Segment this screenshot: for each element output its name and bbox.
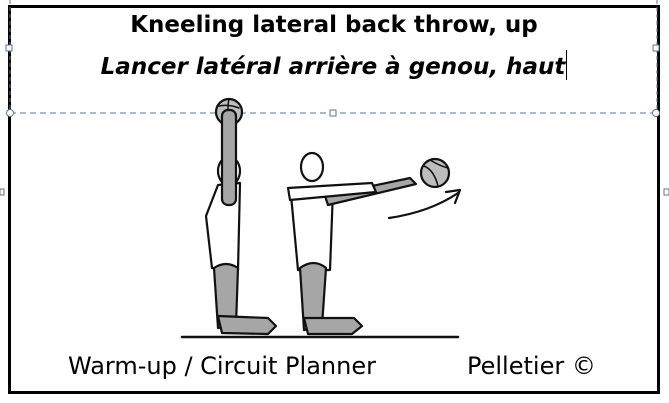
title-english[interactable]: Kneeling lateral back throw, up <box>130 12 538 38</box>
footer-copyright: Pelletier © <box>467 352 596 380</box>
title-french-text[interactable]: Lancer latéral arrière à genou, haut <box>100 54 566 80</box>
resize-handle-right[interactable] <box>652 44 660 52</box>
title-french[interactable]: Lancer latéral arrière à genou, haut <box>10 50 658 80</box>
frame-handle-right[interactable] <box>663 188 669 196</box>
figure-arms-forward <box>286 151 462 336</box>
frame-handle-left[interactable] <box>0 188 5 196</box>
resize-handle-bottom[interactable] <box>329 109 337 117</box>
resize-handle-left[interactable] <box>5 44 13 52</box>
diagram-frame <box>8 5 660 394</box>
figure-arms-overhead <box>204 97 278 336</box>
text-cursor <box>566 50 568 80</box>
textbox-selection[interactable] <box>0 0 669 196</box>
corner-handle-bottom-right[interactable] <box>652 109 660 117</box>
footer-planner-label: Warm-up / Circuit Planner <box>68 352 376 380</box>
throw-arrow-icon <box>387 191 460 220</box>
corner-handle-bottom-left[interactable] <box>6 109 14 117</box>
